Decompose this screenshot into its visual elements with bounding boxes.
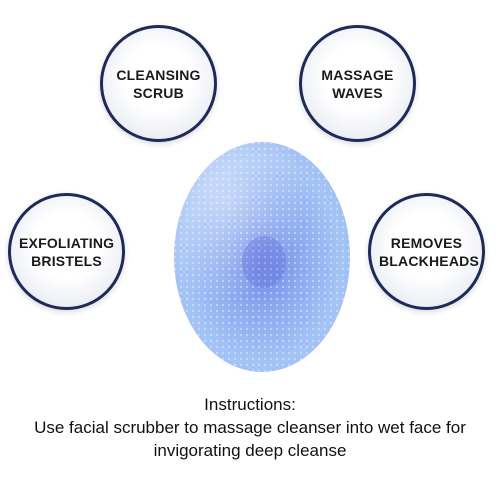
silicone-scrubber-image	[174, 142, 350, 372]
badge-removes-blackheads: REMOVES BLACKHEADS	[368, 193, 485, 310]
badge-removes-blackheads-line1: REMOVES	[390, 234, 463, 251]
instructions-block: Instructions: Use facial scrubber to mas…	[0, 393, 500, 462]
badge-massage-waves-label: MASSAGE WAVES	[310, 66, 405, 102]
badge-cleansing-scrub-line2: SCRUB	[133, 84, 184, 101]
badge-exfoliating-bristels-label: EXFOLIATING BRISTELS	[19, 234, 114, 270]
badge-massage-waves: MASSAGE WAVES	[299, 25, 416, 142]
badge-massage-waves-line2: WAVES	[332, 84, 383, 101]
badge-cleansing-scrub-label: CLEANSING SCRUB	[111, 66, 206, 102]
badge-exfoliating-bristels-line1: EXFOLIATING	[19, 234, 115, 251]
badge-cleansing-scrub: CLEANSING SCRUB	[100, 25, 217, 142]
instructions-heading: Instructions:	[204, 395, 296, 414]
badge-removes-blackheads-label: REMOVES BLACKHEADS	[379, 234, 479, 270]
badge-cleansing-scrub-line1: CLEANSING	[116, 66, 201, 83]
badge-exfoliating-bristels: EXFOLIATING BRISTELS	[8, 193, 125, 310]
badge-exfoliating-bristels-line2: BRISTELS	[31, 252, 102, 269]
instructions-line2: invigorating deep cleanse	[153, 441, 347, 460]
badge-massage-waves-line1: MASSAGE	[321, 66, 394, 83]
instructions-line1: Use facial scrubber to massage cleanser …	[34, 418, 466, 437]
scrubber-center	[242, 236, 286, 288]
badge-removes-blackheads-line2: BLACKHEADS	[379, 252, 479, 269]
